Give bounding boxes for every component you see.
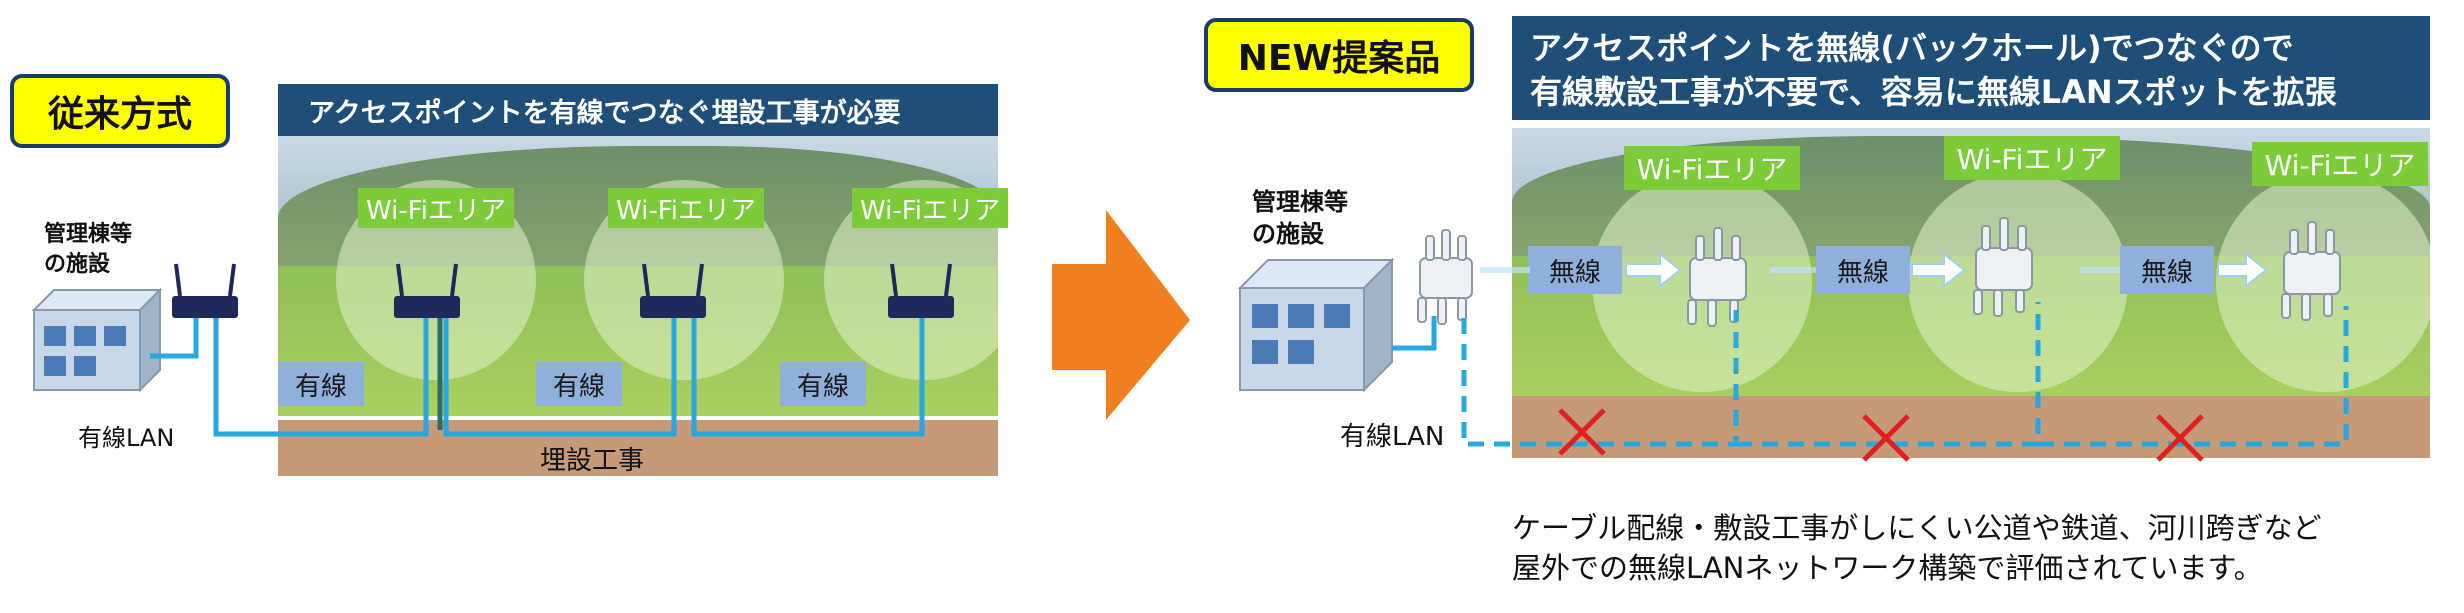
proposal-banner-line: アクセスポイントを無線(バックホール)でつなぐので — [1530, 29, 2294, 67]
proposal-banner: アクセスポイントを無線(バックホール)でつなぐので 有線敷設工事が不要で、容易に… — [1512, 16, 2430, 120]
caption-line: 屋外での無線LANネットワーク構築で評価されています。 — [1512, 551, 2263, 585]
new-product-badge: NEW提案品 — [1204, 18, 1474, 92]
conventional-badge-label: 従来方式 — [47, 94, 192, 135]
router-icon — [172, 263, 238, 318]
wired-tag: 有線 — [780, 362, 866, 406]
conventional-scene — [278, 136, 998, 476]
wired-tag: 有線 — [536, 362, 622, 406]
proposal-banner-line: 有線敷設工事が不要で、容易に無線LANスポットを拡張 — [1530, 73, 2337, 111]
wireless-tag: 無線 — [1528, 246, 1622, 294]
facility-label: 管理棟等 の施設 — [44, 220, 132, 280]
wifi-area-label: Wi-Fiエリア — [852, 188, 1008, 228]
facility-label-line: 管理棟等 — [44, 222, 133, 247]
conventional-banner-text: アクセスポイントを有線でつなぐ埋設工事が必要 — [308, 97, 901, 129]
buried-construction-label: 埋設工事 — [540, 446, 645, 476]
conventional-banner: アクセスポイントを有線でつなぐ埋設工事が必要 — [278, 84, 998, 136]
wireless-tag: 無線 — [2120, 246, 2214, 294]
access-point-icon — [1417, 229, 1473, 325]
wired-cable — [1392, 316, 1437, 351]
wifi-area-circle — [2216, 172, 2430, 392]
conventional-badge: 従来方式 — [10, 74, 230, 148]
wifi-area-label: Wi-Fiエリア — [358, 188, 514, 228]
facility-label: 管理棟等 の施設 — [1252, 186, 1348, 250]
wifi-area-circle — [1592, 172, 1812, 392]
facility-building-icon — [31, 287, 163, 393]
wifi-area-label: Wi-Fiエリア — [608, 188, 764, 228]
facility-building-icon — [1237, 257, 1395, 393]
wifi-area-label: Wi-Fiエリア — [2252, 142, 2428, 186]
facility-label-line: 管理棟等 — [1252, 188, 1348, 216]
wired-lan-label: 有線LAN — [1340, 422, 1445, 452]
wifi-area-circle — [1908, 172, 2128, 392]
new-product-badge-label: NEW提案品 — [1237, 38, 1441, 79]
wired-lan-label: 有線LAN — [78, 424, 175, 452]
wifi-area-label: Wi-Fiエリア — [1624, 146, 1800, 190]
transition-arrow — [1052, 210, 1190, 420]
caption: ケーブル配線・敷設工事がしにくい公道や鉄道、河川跨ぎなど 屋外での無線LANネッ… — [1512, 508, 2322, 588]
soil — [1512, 396, 2430, 458]
wifi-area-label: Wi-Fiエリア — [1944, 136, 2120, 180]
caption-line: ケーブル配線・敷設工事がしにくい公道や鉄道、河川跨ぎなど — [1512, 511, 2322, 545]
facility-label-line: の施設 — [1252, 220, 1324, 248]
wired-tag: 有線 — [278, 362, 364, 406]
facility-label-line: の施設 — [44, 252, 111, 277]
wireless-tag: 無線 — [1816, 246, 1910, 294]
